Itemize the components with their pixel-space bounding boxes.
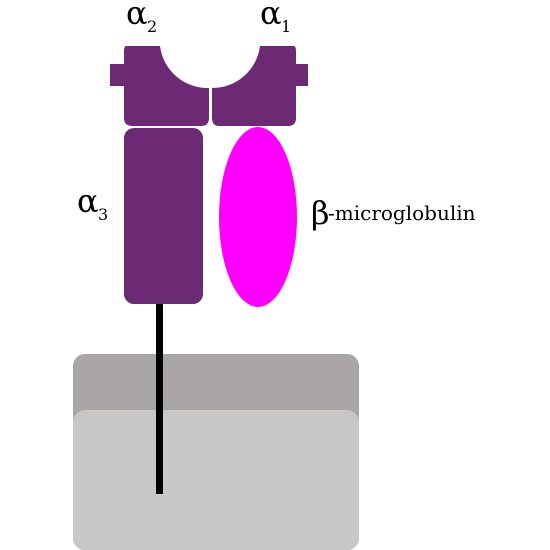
alpha1-symbol: α <box>260 0 282 32</box>
transmembrane-anchor <box>156 302 163 494</box>
beta-microglobulin-domain <box>219 127 297 307</box>
label-alpha2: α 2 <box>126 0 157 36</box>
cell-membrane <box>73 354 359 550</box>
beta-suffix-text: -microglobulin <box>328 201 476 225</box>
alpha2-subscript: 2 <box>147 17 157 36</box>
membrane-front-layer <box>73 410 359 550</box>
label-beta-microglobulin: β -microglobulin <box>311 194 476 232</box>
alpha3-symbol: α <box>77 182 99 220</box>
alpha2-symbol: α <box>126 0 148 32</box>
beta-symbol: β <box>311 194 330 232</box>
alpha3-domain <box>124 128 203 304</box>
label-alpha3: α 3 <box>77 182 108 224</box>
label-alpha1: α 1 <box>260 0 291 36</box>
alpha1-domain <box>212 46 308 126</box>
alpha3-subscript: 3 <box>98 205 108 224</box>
alpha2-domain <box>110 46 209 126</box>
alpha1-subscript: 1 <box>281 17 291 36</box>
